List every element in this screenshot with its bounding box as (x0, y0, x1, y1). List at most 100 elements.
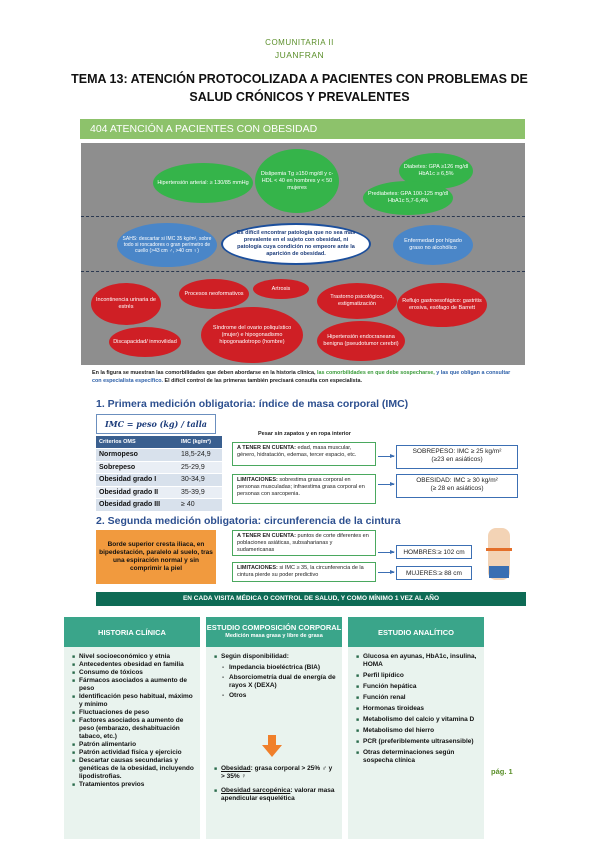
table-cell: Obesidad grado I (96, 473, 179, 487)
list-item: Función hepática (356, 683, 480, 691)
table-cell: 18,5-24,9 (178, 448, 222, 462)
bubble-trastorno-psicologico: Trastorno psicológico, estigmatización (317, 283, 397, 319)
hombres-box: HOMBRES:≥ 102 cm (396, 545, 472, 559)
page-title-line2: SALUD CRÓNICOS Y PREVALENTES (189, 90, 410, 104)
analitico-title: ESTUDIO ANALÍTICO (348, 617, 484, 647)
page-number: pág. 1 (491, 767, 513, 776)
table-cell: Obesidad grado III (96, 498, 179, 512)
limitations-text: sobrestima grasa corporal en personas mu… (237, 477, 365, 497)
bubble-dislipemia: Dislipemia Tg ≥150 mg/dl y c-HDL < 40 en… (255, 149, 339, 213)
historia-clinica-title: HISTORIA CLÍNICA (64, 617, 200, 647)
historia-clinica-column: HISTORIA CLÍNICA Nivel socioeconómico y … (64, 617, 200, 839)
list-item: Consumo de tóxicos (72, 669, 196, 677)
list-item: Metabolismo del calcio y vitamina D (356, 716, 480, 724)
obesidad-box: OBESIDAD: IMC ≥ 30 kg/m² (≥ 28 en asiáti… (396, 474, 518, 498)
list-item: Patrón actividad física y ejercicio (72, 749, 196, 757)
center-statement: Es difícil encontrar patología que no se… (221, 223, 371, 265)
list-item: Descartar causas secundarias y genéticas… (72, 757, 196, 781)
arrow-icon (378, 482, 395, 486)
list-item: Otros (222, 692, 338, 700)
obesidad-sub: (≥ 28 en asiáticos) (430, 485, 484, 492)
list-item: Obesidad sarcopénica: valorar masa apend… (214, 787, 336, 803)
table-cell: 25-29,9 (178, 461, 222, 474)
sarcopenica-criteria: : valorar masa apendicular esquelética (221, 787, 335, 802)
list-item: Perfil lipídico (356, 672, 480, 680)
list-item: Nivel socioeconómico y etnia (72, 653, 196, 661)
list-item: Absorciometría dual de energía de rayos … (222, 674, 338, 690)
bubble-hipertension-endocraneana: Hipertensión endocraneana benigna (pseud… (317, 321, 405, 361)
weigh-note: Pesar sin zapatos y en ropa interior (258, 431, 351, 437)
waist-consider-box: A TENER EN CUENTA: puntos de corte difer… (232, 530, 376, 556)
list-item: Obesidad: grasa corporal > 25% ♂ y > 35%… (214, 765, 336, 781)
sarcopenica-link-text: Obesidad sarcopénica (221, 787, 291, 794)
waist-limitations-box: LIMITACIONES: si IMC ≥ 35, la circunfere… (232, 562, 376, 582)
author-header: JUANFRAN (274, 50, 325, 60)
band-divider (81, 271, 525, 272)
step1-title: 1. Primera medición obligatoria: índice … (96, 398, 409, 410)
list-item: Según disponibilidad: (214, 653, 338, 661)
consider-label: A TENER EN CUENTA: (237, 533, 296, 539)
imc-formula: IMC = peso (kg) / talla (m)² (96, 414, 216, 447)
composicion-title: ESTUDIO COMPOSICIÓN CORPORAL (206, 623, 342, 632)
imc-consider-box: A TENER EN CUENTA: edad, masa muscular, … (232, 442, 376, 466)
diagram-caption: En la figura se muestran las comorbilida… (92, 370, 517, 385)
table-row: Obesidad grado III≥ 40 (96, 498, 222, 512)
bubble-incontinencia: Incontinencia urinaria de estrés (91, 283, 161, 325)
list-item: Glucosa en ayunas, HbA1c, insulina, HOMA (356, 653, 480, 669)
arrow-icon (378, 550, 395, 554)
historia-list: Nivel socioeconómico y etnia Antecedente… (72, 653, 196, 789)
table-cell: ≥ 40 (178, 498, 222, 512)
table-cell: Normopeso (96, 448, 179, 462)
sobrepeso-sub: (≥23 en asiáticos) (431, 456, 483, 463)
list-item: Factores asociados a aumento de peso (em… (72, 717, 196, 741)
list-item: Antecedentes obesidad en familia (72, 661, 196, 669)
arrow-icon (378, 454, 395, 458)
bubble-procesos-neoformativos: Procesos neoformativos (179, 279, 249, 309)
table-header-row: Criterios OMS IMC (kg/m²) (96, 436, 222, 449)
table-cell: 30-34,9 (178, 473, 222, 487)
caption-part1: En la figura se muestran las comorbilida… (92, 370, 317, 376)
bubble-higado-graso: Enfermedad por hígado graso no alcohólic… (393, 225, 473, 265)
list-item: Función renal (356, 694, 480, 702)
consider-label: A TENER EN CUENTA: (237, 445, 296, 451)
composicion-corporal-column: ESTUDIO COMPOSICIÓN CORPORAL Medición ma… (206, 617, 342, 839)
bubble-prediabetes: Prediabetes: GPA 100-125 mg/dl HbA1c 5,7… (363, 181, 453, 215)
estudio-analitico-column: ESTUDIO ANALÍTICO Glucosa en ayunas, HbA… (348, 617, 484, 839)
list-item: Otras determinaciones según sospecha clí… (356, 749, 480, 765)
caption-part4: El difícil control de las primeras tambi… (164, 377, 362, 384)
list-item: Metabolismo del hierro (356, 727, 480, 735)
composicion-list: Según disponibilidad: (214, 653, 338, 661)
table-cell: Obesidad grado II (96, 486, 179, 499)
page-title-line1: TEMA 13: ATENCIÓN PROTOCOLIZADA A PACIEN… (71, 72, 528, 86)
limitations-text: si IMC ≥ 35, la circunferencia de la cin… (237, 565, 364, 578)
sobrepeso-box: SOBREPESO: IMC ≥ 25 kg/m² (≥23 en asiáti… (396, 445, 518, 469)
limitations-label: LIMITACIONES: (237, 477, 278, 483)
list-item: Fluctuaciones de peso (72, 709, 196, 717)
caption-part2: las comorbilidades en que debe sospechar… (316, 370, 437, 376)
mujeres-box: MUJERES:≥ 88 cm (396, 566, 472, 580)
composicion-subtitle: Medición masa grasa y libre de grasa (225, 633, 323, 639)
page-title: TEMA 13: ATENCIÓN PROTOCOLIZADA A PACIEN… (40, 70, 559, 106)
visit-frequency-bar: EN CADA VISITA MÉDICA O CONTROL DE SALUD… (96, 592, 526, 606)
section-title: 404 ATENCIÓN A PACIENTES CON OBESIDAD (80, 119, 525, 139)
arrow-icon (378, 570, 395, 574)
obesidad-link-text: Obesidad (221, 765, 251, 772)
consider-text: puntos de corte diferentes en poblacione… (237, 533, 369, 553)
list-item: PCR (preferiblemente ultrasensible) (356, 738, 480, 746)
comorbidities-diagram: Hipertensión arterial: ≥ 130/85 mmHg Dis… (81, 143, 525, 365)
waist-illustration-icon (480, 526, 518, 582)
waist-measurement-method: Borde superior cresta iliaca, en bipedes… (96, 530, 216, 584)
bubble-sahs: SAHS: descartar si IMC 35 kg/m², sobre t… (117, 223, 217, 267)
band-divider (81, 216, 525, 217)
down-arrow-icon (262, 735, 282, 757)
bubble-discapacidad: Discapacidad/ inmovilidad (109, 327, 181, 357)
composicion-results: Obesidad: grasa corporal > 25% ♂ y > 35%… (214, 765, 336, 803)
list-item: Impedancia bioeléctrica (BIA) (222, 664, 338, 672)
bubble-reflujo: Reflujo gastroesofágico: gastritis erosi… (397, 283, 487, 327)
obesidad-criteria: : grasa corporal > 25% ♂ y > 35% ♀ (221, 765, 333, 780)
